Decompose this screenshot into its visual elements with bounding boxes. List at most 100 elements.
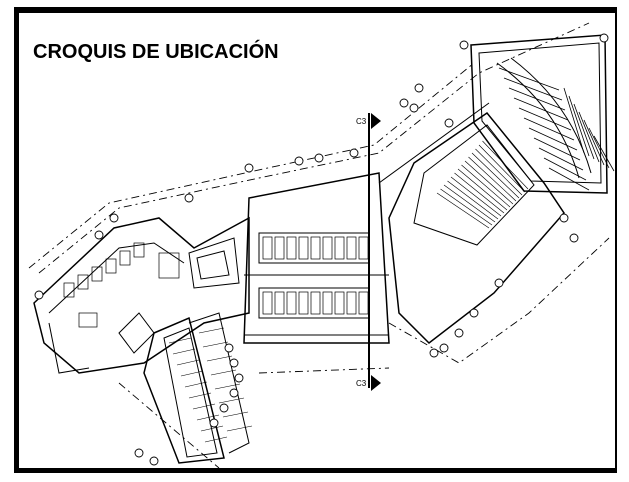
bottom-wing bbox=[143, 312, 250, 464]
section-marker-bottom-group: C3 bbox=[356, 375, 381, 391]
left-room bbox=[133, 242, 145, 258]
left-room bbox=[105, 258, 117, 274]
seat-row bbox=[528, 127, 578, 151]
central-cell bbox=[298, 291, 309, 315]
grid-axis-bubble bbox=[444, 118, 454, 128]
bottom-room-line bbox=[192, 403, 216, 410]
seat-row bbox=[578, 111, 600, 163]
section-marker-top: C3 bbox=[356, 117, 367, 126]
bottom-room-line bbox=[206, 355, 233, 362]
hall-row bbox=[471, 152, 520, 199]
central-cell bbox=[274, 291, 285, 315]
central-block bbox=[243, 172, 390, 344]
grid-axis-bubble bbox=[399, 98, 409, 108]
hall-row bbox=[447, 180, 499, 220]
central-cell bbox=[262, 236, 273, 260]
left-room bbox=[63, 282, 75, 298]
central-cell bbox=[322, 236, 333, 260]
grid-axis-bubble bbox=[209, 418, 219, 428]
bottom-room-line bbox=[196, 414, 220, 421]
central-cell bbox=[334, 291, 345, 315]
central-cell bbox=[310, 236, 321, 260]
bottom-room-line bbox=[188, 392, 212, 399]
grid-axis-bubble bbox=[409, 103, 419, 113]
hall-row bbox=[475, 148, 523, 196]
auditorium-seat-rows bbox=[498, 67, 615, 191]
left-room bbox=[119, 250, 131, 266]
central-classroom-cells bbox=[262, 236, 369, 315]
site-boundary bbox=[28, 22, 610, 468]
grid-axis-bubble bbox=[229, 358, 239, 368]
central-cell bbox=[286, 291, 297, 315]
central-cell bbox=[262, 291, 273, 315]
grid-axis-bubble bbox=[244, 163, 254, 173]
seat-row bbox=[498, 67, 560, 91]
section-marker-top-group: C3 bbox=[356, 113, 381, 129]
left-wing bbox=[33, 216, 250, 374]
central-cell bbox=[286, 236, 297, 260]
bottom-room-line bbox=[226, 425, 253, 432]
central-cell bbox=[310, 291, 321, 315]
seat-row bbox=[503, 77, 563, 101]
drawing-title: CROQUIS DE UBICACIÓN bbox=[33, 41, 279, 63]
hall-row bbox=[461, 164, 511, 208]
bottom-room-line bbox=[204, 436, 228, 443]
bottom-room-line bbox=[200, 425, 224, 432]
seat-row bbox=[548, 167, 590, 191]
seat-row bbox=[593, 135, 615, 172]
seat-row bbox=[513, 97, 569, 121]
central-cell bbox=[346, 291, 357, 315]
central-cell bbox=[358, 236, 369, 260]
hall-row bbox=[468, 156, 517, 202]
grid-axis-bubble bbox=[224, 343, 234, 353]
central-cell bbox=[358, 291, 369, 315]
bottom-wing-rooms bbox=[168, 327, 253, 443]
hall-row bbox=[457, 168, 508, 211]
grid-axis-bubble bbox=[294, 156, 304, 166]
hall-row bbox=[440, 188, 493, 226]
grid-axis-bubble bbox=[184, 193, 194, 203]
central-cell bbox=[346, 236, 357, 260]
central-cell bbox=[298, 236, 309, 260]
seat-row bbox=[533, 137, 581, 161]
seat-row bbox=[573, 103, 595, 160]
grid-axis-bubble bbox=[314, 153, 324, 163]
seat-row bbox=[508, 87, 566, 111]
grid-axis-bubble bbox=[454, 328, 464, 338]
seat-row bbox=[588, 127, 610, 169]
hall-row bbox=[443, 184, 496, 223]
grid-axis-bubble bbox=[429, 348, 439, 358]
bottom-room-line bbox=[210, 369, 237, 376]
seat-row bbox=[523, 117, 575, 141]
grid-axis-bubble bbox=[439, 343, 449, 353]
seat-row bbox=[543, 157, 587, 181]
grid-axis-bubble bbox=[109, 213, 119, 223]
bottom-room-line bbox=[168, 337, 192, 344]
hall-row bbox=[464, 160, 514, 205]
central-cell bbox=[274, 236, 285, 260]
seat-row bbox=[568, 95, 590, 157]
grid-axis-bubble bbox=[569, 233, 579, 243]
auditorium-wing bbox=[470, 34, 608, 194]
grid-axis-bubble bbox=[234, 373, 244, 383]
hall-row bbox=[450, 176, 502, 217]
hall-row bbox=[478, 144, 526, 193]
hall-row bbox=[454, 172, 505, 214]
hall-seat-rows bbox=[436, 140, 529, 229]
grid-axis-bubble bbox=[599, 33, 609, 43]
seat-row bbox=[563, 87, 585, 154]
grid-axis-bubble bbox=[94, 230, 104, 240]
central-cell bbox=[334, 236, 345, 260]
seat-row bbox=[538, 147, 584, 171]
section-marker-bottom: C3 bbox=[356, 379, 367, 388]
classroom-hall-wing bbox=[378, 102, 565, 344]
hall-row bbox=[436, 192, 490, 229]
bottom-room-line bbox=[184, 381, 208, 388]
bottom-room-line bbox=[172, 348, 196, 355]
grid-axis-bubble bbox=[469, 308, 479, 318]
grid-axis-bubble bbox=[494, 278, 504, 288]
seat-row bbox=[518, 107, 572, 131]
bottom-room-line bbox=[214, 383, 241, 390]
grid-axis-bubble bbox=[559, 213, 569, 223]
grid-axis-bubble bbox=[414, 83, 424, 93]
